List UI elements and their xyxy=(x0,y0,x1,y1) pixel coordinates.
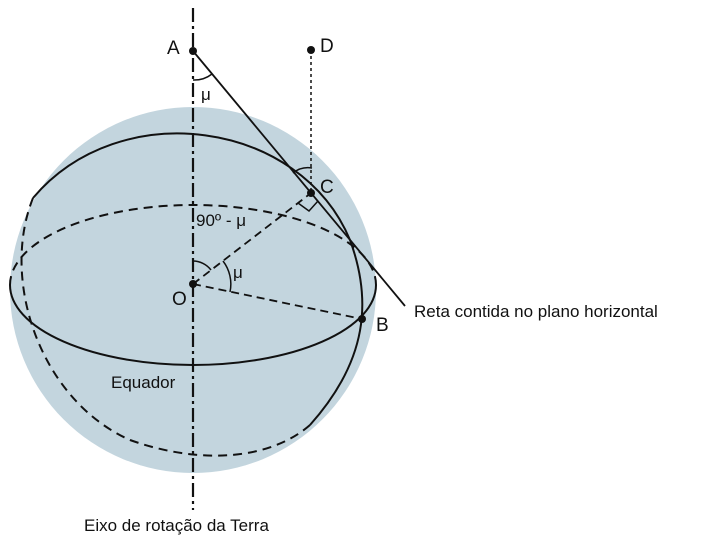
radius-oc xyxy=(192,192,312,285)
tangent-line xyxy=(192,50,406,307)
point-a-dot xyxy=(189,47,197,55)
point-c-dot xyxy=(307,189,315,197)
label-point-a: A xyxy=(167,38,180,59)
label-rotation-axis: Eixo de rotação da Terra xyxy=(84,516,269,535)
label-angle-complement: 90º - μ xyxy=(196,211,246,230)
point-b-dot xyxy=(358,315,366,323)
label-angle-mu-top: μ xyxy=(201,85,211,104)
point-o-dot xyxy=(189,280,197,288)
label-point-c: C xyxy=(320,177,334,198)
right-angle-marker xyxy=(297,200,319,213)
angle-arc-o-lower xyxy=(222,260,232,293)
label-point-d: D xyxy=(320,36,334,57)
label-equator: Equador xyxy=(111,373,176,392)
label-angle-mu-center: μ xyxy=(233,263,243,282)
label-horizontal-line: Reta contida no plano horizontal xyxy=(414,302,658,321)
label-point-b: B xyxy=(376,315,389,336)
meridian-front xyxy=(32,132,364,426)
angle-arc-a xyxy=(192,73,213,81)
angle-arc-o-upper xyxy=(192,260,212,271)
label-point-o: O xyxy=(172,289,187,310)
radius-ob xyxy=(192,283,363,320)
meridian-back xyxy=(20,197,311,457)
angle-arc-c xyxy=(292,166,313,174)
equator-back xyxy=(9,204,377,286)
point-d-dot xyxy=(307,46,315,54)
